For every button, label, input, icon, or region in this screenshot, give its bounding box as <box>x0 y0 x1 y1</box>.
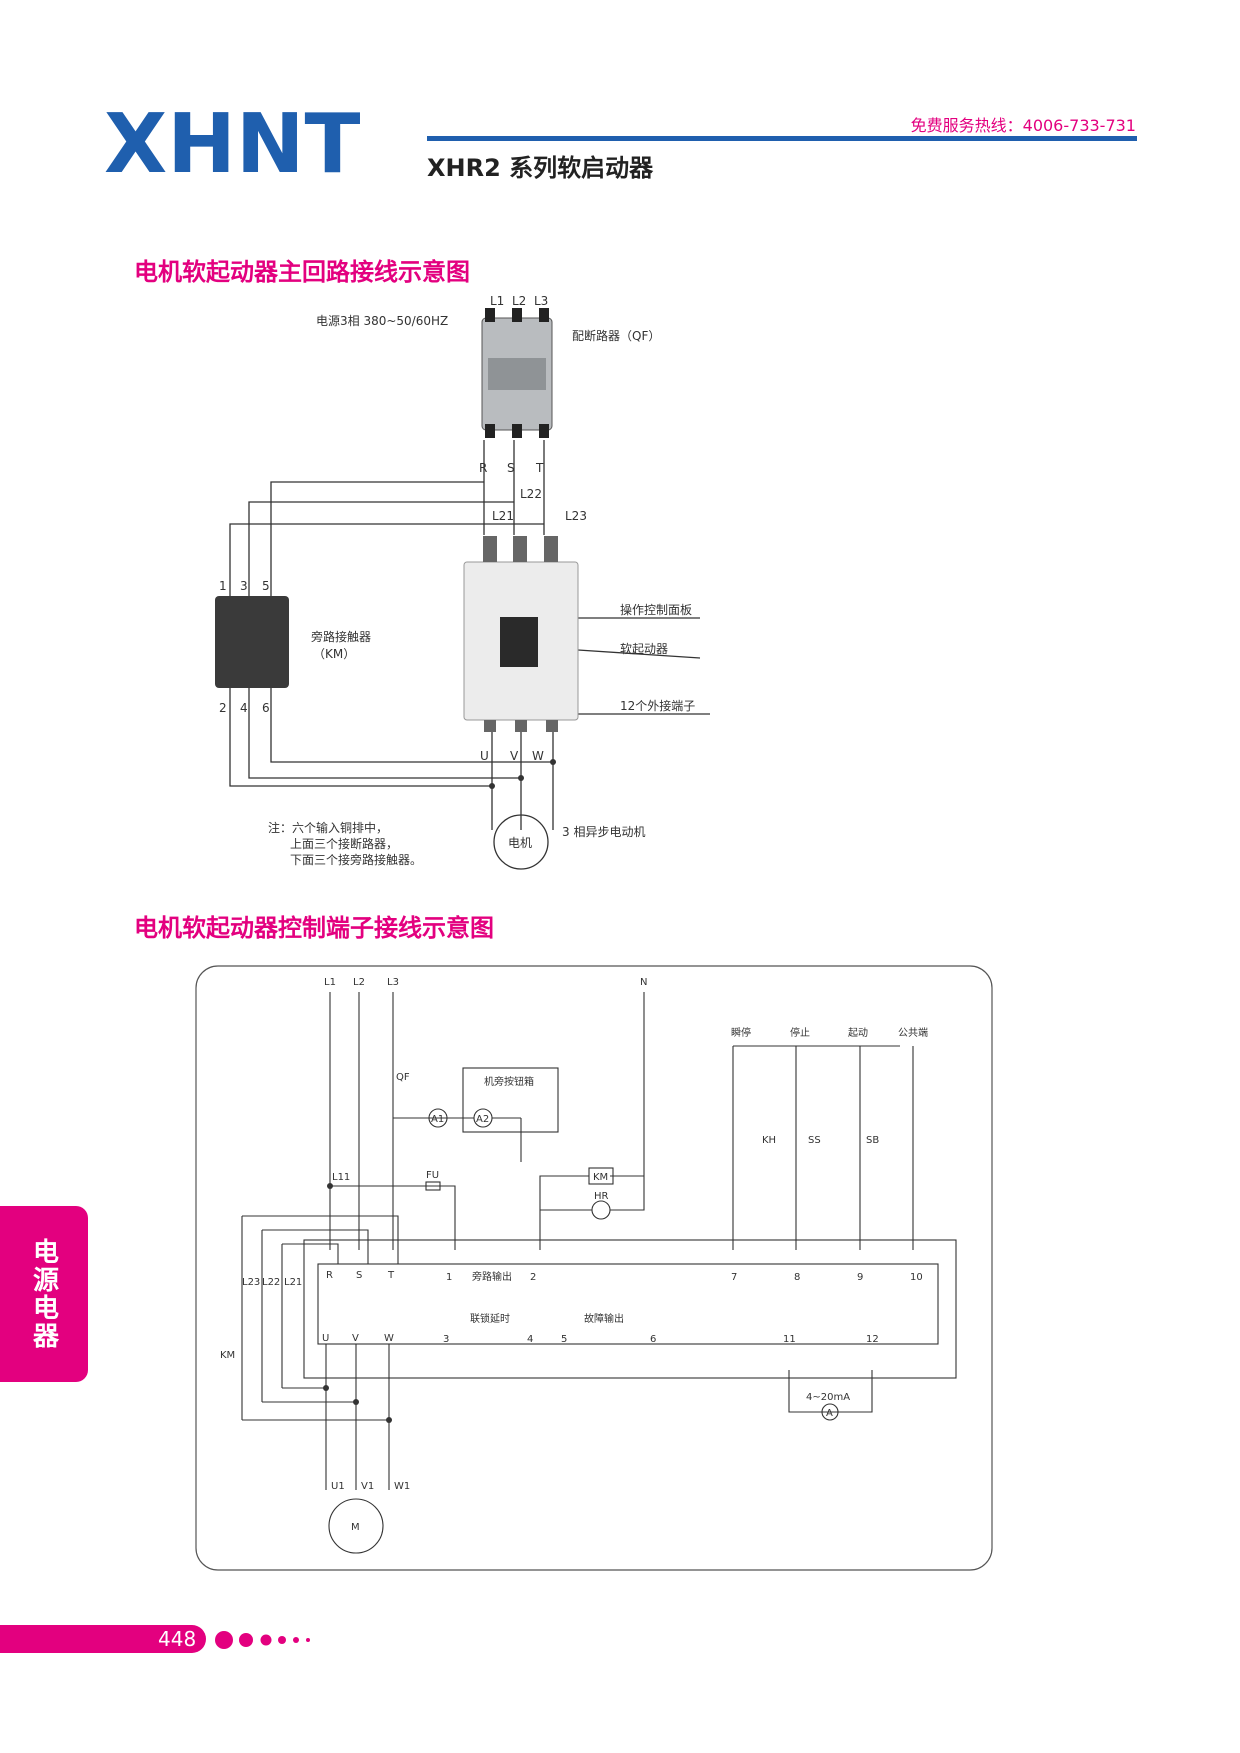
km-bot-4: 4 <box>240 701 248 715</box>
ctl-num-11: 11 <box>783 1334 796 1345</box>
ctl-km-coil: KM <box>593 1172 608 1183</box>
km-bot-6: 6 <box>262 701 270 715</box>
ctl-label-start: 起动 <box>848 1027 868 1039</box>
ctl-l3: L3 <box>387 977 399 988</box>
ctl-w1: W1 <box>394 1481 410 1492</box>
ctl-ss: SS <box>808 1135 821 1146</box>
ctl-l23: L23 <box>242 1277 260 1288</box>
product-title: XHR2 系列软启动器 <box>427 154 654 182</box>
ctl-current: 4~20mA <box>806 1392 850 1403</box>
starter-label: 软起动器 <box>620 642 668 656</box>
ctl-v: V <box>352 1333 359 1344</box>
phase-l3-label: L3 <box>534 294 548 308</box>
ctl-fault-out: 故障输出 <box>584 1312 624 1325</box>
ctl-l1: L1 <box>324 977 336 988</box>
brand-logo: XHNT <box>104 97 361 192</box>
out-w-label: W <box>532 749 544 763</box>
terminal-label: 12个外接端子 <box>620 698 695 713</box>
ctl-kh: KH <box>762 1135 776 1146</box>
note-line-3: 下面三个接旁路接触器。 <box>290 852 422 867</box>
footer-dots <box>215 1631 310 1649</box>
ctl-num-12: 12 <box>866 1334 879 1345</box>
ctl-num-5: 5 <box>561 1334 567 1345</box>
ctl-u: U <box>322 1333 329 1344</box>
ctl-hr: HR <box>594 1191 609 1202</box>
ctl-w: W <box>384 1333 394 1344</box>
ctl-a2: A2 <box>476 1114 489 1125</box>
ctl-label-common: 公共端 <box>898 1026 928 1039</box>
page-number: 448 <box>158 1627 197 1651</box>
ctl-r: R <box>326 1270 333 1281</box>
ctl-sb: SB <box>866 1135 879 1146</box>
motor-label: 电机 <box>508 836 532 850</box>
ctl-motor: M <box>351 1522 360 1533</box>
header-rule <box>427 136 1137 141</box>
out-r-label: R <box>479 461 487 475</box>
ctl-interlock: 联锁延时 <box>470 1312 510 1325</box>
ctl-bypass-out: 旁路输出 <box>472 1270 512 1283</box>
contactor-label: 旁路接触器 <box>311 629 371 644</box>
out-u-label: U <box>480 749 489 763</box>
ctl-num-2: 2 <box>530 1272 536 1283</box>
ctl-fu: FU <box>426 1170 439 1181</box>
km-top-3: 3 <box>240 579 248 593</box>
out-v-label: V <box>510 749 519 763</box>
ctl-ammeter: A <box>826 1408 833 1419</box>
ctl-l21: L21 <box>284 1277 302 1288</box>
ctl-num-9: 9 <box>857 1272 863 1283</box>
in-l22-label: L22 <box>520 487 542 501</box>
ctl-num-6: 6 <box>650 1334 656 1345</box>
ctl-num-1: 1 <box>446 1272 452 1283</box>
ctl-s: S <box>356 1270 362 1281</box>
ctl-l11: L11 <box>332 1172 350 1183</box>
ctl-label-instant-stop: 瞬停 <box>731 1026 751 1039</box>
ctl-n: N <box>640 977 647 988</box>
out-t-label: T <box>535 461 544 475</box>
phase-l1-label: L1 <box>490 294 504 308</box>
breaker-label: 配断路器（QF） <box>572 328 660 343</box>
power-label: 电源3相 380~50/60HZ <box>316 314 448 328</box>
main-circuit-title: 电机软起动器主回路接线示意图 <box>134 258 470 286</box>
ctl-num-7: 7 <box>731 1272 737 1283</box>
in-l21-label: L21 <box>492 509 514 523</box>
ctl-num-10: 10 <box>910 1272 923 1283</box>
footer-bar <box>0 1625 206 1653</box>
ctl-num-3: 3 <box>443 1334 449 1345</box>
ctl-num-8: 8 <box>794 1272 800 1283</box>
service-hotline: 免费服务热线：4006-733-731 <box>910 116 1136 135</box>
ctl-l2: L2 <box>353 977 365 988</box>
ctl-label-stop: 停止 <box>790 1026 810 1039</box>
ctl-a1: A1 <box>431 1114 444 1125</box>
out-s-label: S <box>507 461 515 475</box>
ctl-qf: QF <box>396 1072 410 1083</box>
ctl-num-4: 4 <box>527 1334 533 1345</box>
contactor-code: （KM） <box>313 647 355 661</box>
phase-l2-label: L2 <box>512 294 526 308</box>
ctl-v1: V1 <box>361 1481 374 1492</box>
km-top-5: 5 <box>262 579 270 593</box>
side-category-tab: 电源电器 <box>0 1206 88 1382</box>
ctl-l22: L22 <box>262 1277 280 1288</box>
ctl-button-box: 机旁按钮箱 <box>484 1075 534 1088</box>
control-circuit-title: 电机软起动器控制端子接线示意图 <box>134 914 494 942</box>
panel-label: 操作控制面板 <box>620 602 692 617</box>
km-top-1: 1 <box>219 579 227 593</box>
in-l23-label: L23 <box>565 509 587 523</box>
ctl-km-contacts: KM <box>220 1350 235 1361</box>
ctl-t: T <box>387 1270 395 1281</box>
km-bot-2: 2 <box>219 701 227 715</box>
ctl-u1: U1 <box>331 1481 345 1492</box>
motor-desc: 3 相异步电动机 <box>562 825 645 839</box>
note-line-1: 注：六个输入铜排中， <box>268 820 388 835</box>
note-line-2: 上面三个接断路器， <box>290 836 398 851</box>
